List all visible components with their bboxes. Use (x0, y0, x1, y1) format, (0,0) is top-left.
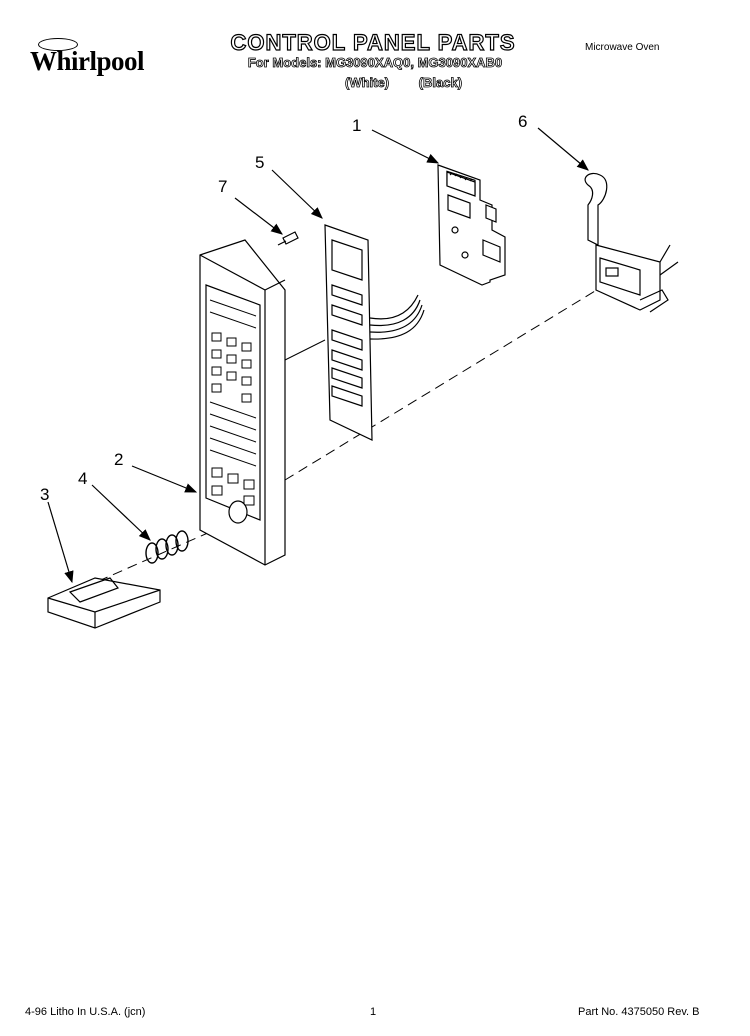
page-number: 1 (370, 1006, 377, 1018)
control-board-part (437, 164, 506, 286)
model-variants: (White) (Black) (345, 75, 488, 91)
variant-white: (White) (345, 75, 390, 91)
callout-labels: 1 2 3 4 5 6 7 (40, 112, 527, 504)
callout-7: 7 (218, 177, 227, 196)
page-title: CONTROL PANEL PARTS (230, 29, 516, 55)
arrow-icon (234, 197, 283, 235)
brand-name: Whirlpool (30, 46, 145, 76)
callout-1: 1 (352, 116, 361, 135)
callout-3: 3 (40, 485, 49, 504)
arrow-icon (91, 484, 151, 541)
part-number: Part No. 4375050 Rev. B (578, 1006, 700, 1018)
whirlpool-logo: Whirlpool (26, 34, 176, 82)
membrane-keypad-part (324, 224, 425, 441)
whirlpool-logo-icon (38, 38, 78, 51)
arrow-icon (371, 129, 440, 164)
arrow-icon (537, 127, 589, 171)
callout-2: 2 (114, 450, 123, 469)
callout-4: 4 (78, 469, 87, 488)
arrow-icon (47, 501, 74, 584)
spring-part (145, 530, 189, 564)
control-panel-housing-part (199, 239, 286, 566)
arrow-icon (271, 169, 323, 219)
callout-arrows (47, 127, 589, 584)
callout-6: 6 (518, 112, 527, 131)
model-numbers: For Models: MG3090XAQ0, MG3090XAB0 (247, 55, 503, 71)
arrow-icon (131, 465, 198, 493)
screw-part (277, 231, 299, 246)
product-type: Microwave Oven (585, 42, 660, 53)
latch-bracket-part (584, 172, 679, 313)
litho-note: 4-96 Litho In U.S.A. (jcn) (25, 1006, 146, 1018)
variant-black: (Black) (418, 75, 463, 91)
push-button-part (47, 577, 161, 629)
callout-5: 5 (255, 153, 264, 172)
